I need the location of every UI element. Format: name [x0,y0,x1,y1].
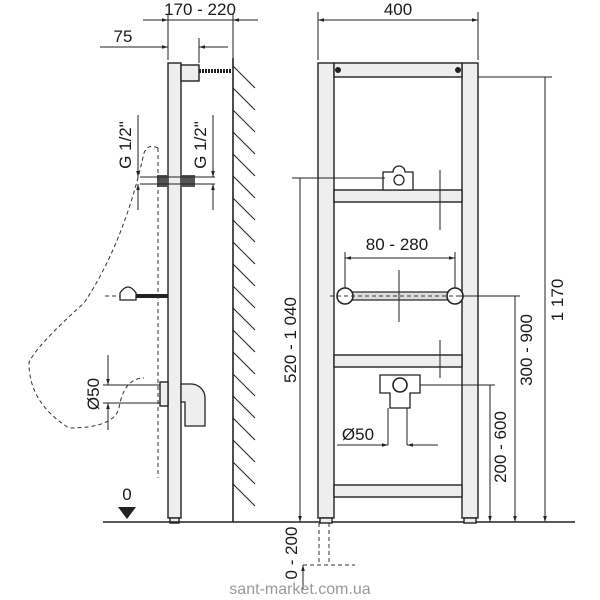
urinal-bracket [119,286,137,301]
thread-right-label: G 1/2" [191,121,210,169]
dim-height-total-label: 1 170 [548,279,567,322]
frame-rail-lower [333,354,463,368]
frame-post-left [317,62,335,519]
watermark: sant-market.com.ua [229,581,370,598]
urinal-outline [28,145,159,478]
wall-anchor-block [180,64,200,82]
thread-left-label: G 1/2" [116,121,135,169]
side-view: 170 - 220 75 G 1/2" G 1/2" Ø50 0 [28,0,258,524]
dim-drain-height-label: 300 - 900 [517,314,536,386]
dim-offset-label: 75 [114,27,133,46]
frame-rail-bottom [333,484,463,498]
frame-foot-side [169,517,180,524]
dim-width-label: 400 [384,0,412,19]
wall-hatching [232,65,256,507]
floor-level-label: 0 [122,485,131,504]
frame-top-rail [333,62,463,78]
dim-bracket-height-label: 520 - 1 040 [281,297,300,383]
drain-socket [159,381,169,407]
water-fitting-front [157,175,168,187]
dim-bracket-spacing-label: 80 - 280 [366,235,428,254]
drain-diameter-side-label: Ø50 [84,378,103,410]
frame-rail-upper [333,189,463,203]
dim-depth-label: 170 - 220 [164,0,236,19]
dim-floor-depth-label: 0 - 200 [282,527,301,580]
floor-level-marker-icon [118,507,136,519]
dim-outlet-height-label: 200 - 600 [491,411,510,483]
frame-post-right [461,62,479,519]
frame-post-side [167,62,182,519]
front-view: 400 80 - 280 520 - 1 040 1 170 300 - 900… [281,0,567,590]
drain-diameter-front-label: Ø50 [342,425,374,444]
drain-elbow [180,383,206,427]
